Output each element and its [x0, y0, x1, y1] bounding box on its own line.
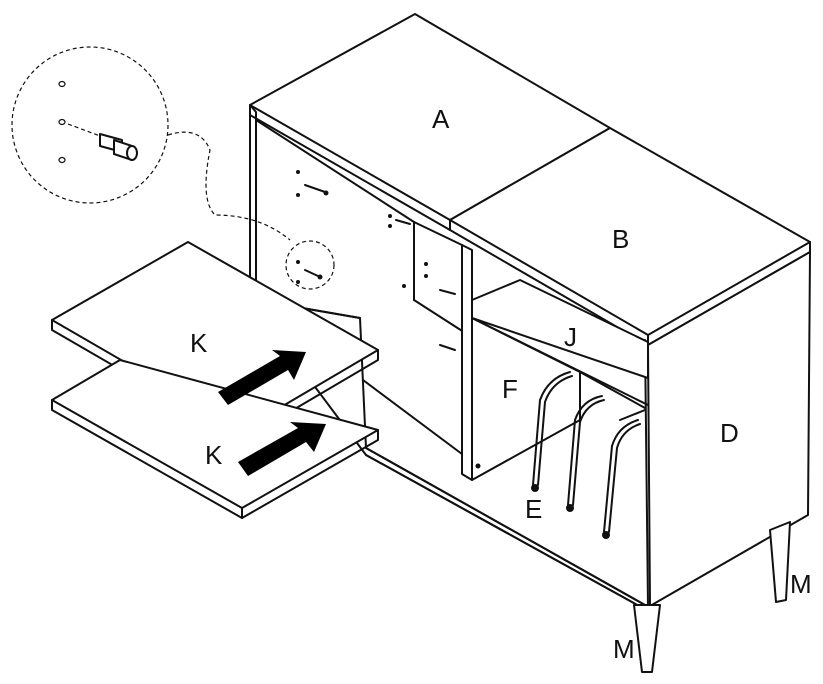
insert-arrow-icon [238, 422, 326, 476]
left-side-panel [249, 104, 257, 301]
leg-back [769, 521, 791, 603]
shelf-lower [51, 359, 379, 519]
label-b: B [612, 224, 629, 254]
drawer-panel-j [471, 279, 649, 379]
label-k-lower: K [205, 440, 223, 470]
legs [633, 521, 791, 673]
leg-front [633, 604, 661, 673]
label-m-front: M [613, 634, 635, 664]
label-m-back: M [790, 569, 812, 599]
rods-e [531, 371, 641, 539]
insert-arrow-icon [218, 350, 306, 405]
label-k-upper: K [190, 328, 208, 358]
divider-panel-f [461, 244, 473, 481]
label-j: J [564, 322, 577, 352]
label-d: D [720, 418, 739, 448]
label-a: A [432, 104, 450, 134]
label-e: E [525, 494, 542, 524]
side-panel-d [647, 251, 811, 607]
label-f: F [502, 374, 518, 404]
dowel-detail-icon [11, 46, 291, 241]
